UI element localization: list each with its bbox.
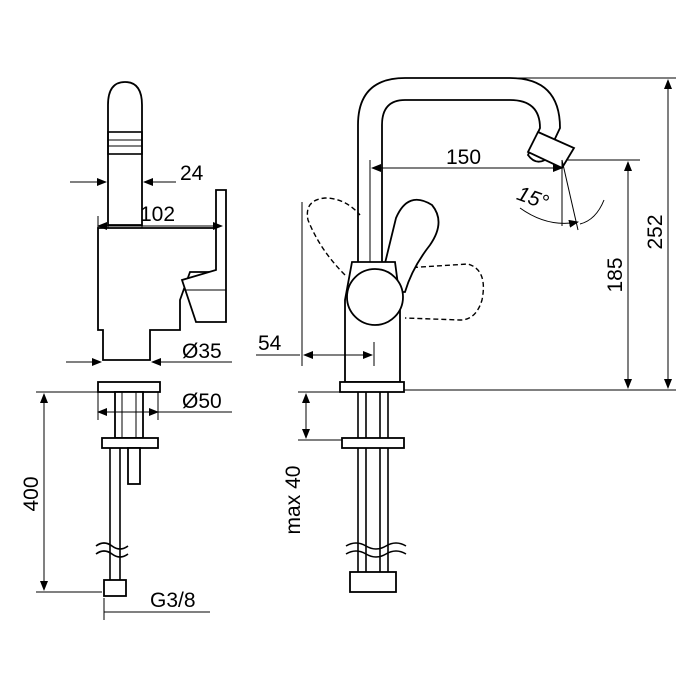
side-aerator (107, 131, 143, 155)
dim-angle-15: 15° (514, 182, 552, 214)
dim-185: 185 (604, 257, 627, 292)
dim-diameter-50: Ø50 (182, 390, 222, 413)
side-view: 24 102 Ø35 Ø50 400 G3/8 (20, 81, 232, 620)
side-nut (101, 437, 159, 449)
front-lever-dashed-left (306, 197, 361, 276)
dim-max-40: max 40 (282, 466, 305, 535)
side-hose-fitting (103, 579, 127, 597)
front-spout (357, 77, 561, 271)
front-view: 150 15° 185 252 54 max 40 (256, 77, 676, 593)
front-lever-dashed-right (404, 263, 485, 321)
front-flange (339, 381, 405, 393)
dim-252: 252 (644, 214, 667, 249)
dim-150: 150 (446, 146, 481, 169)
front-lever-hub (346, 268, 404, 326)
dim-102: 102 (140, 203, 175, 226)
dim-400: 400 (20, 476, 43, 511)
dim-g38: G3/8 (150, 589, 196, 612)
front-aerator (526, 130, 576, 170)
dim-24: 24 (180, 162, 204, 185)
dim-54: 54 (258, 332, 282, 355)
side-threaded-rod (127, 447, 141, 485)
side-flange (97, 381, 161, 393)
front-nut (341, 437, 405, 449)
side-shank (114, 391, 144, 439)
dim-diameter-35: Ø35 (182, 340, 222, 363)
side-lever (180, 189, 227, 323)
front-hose-fitting (349, 571, 397, 593)
